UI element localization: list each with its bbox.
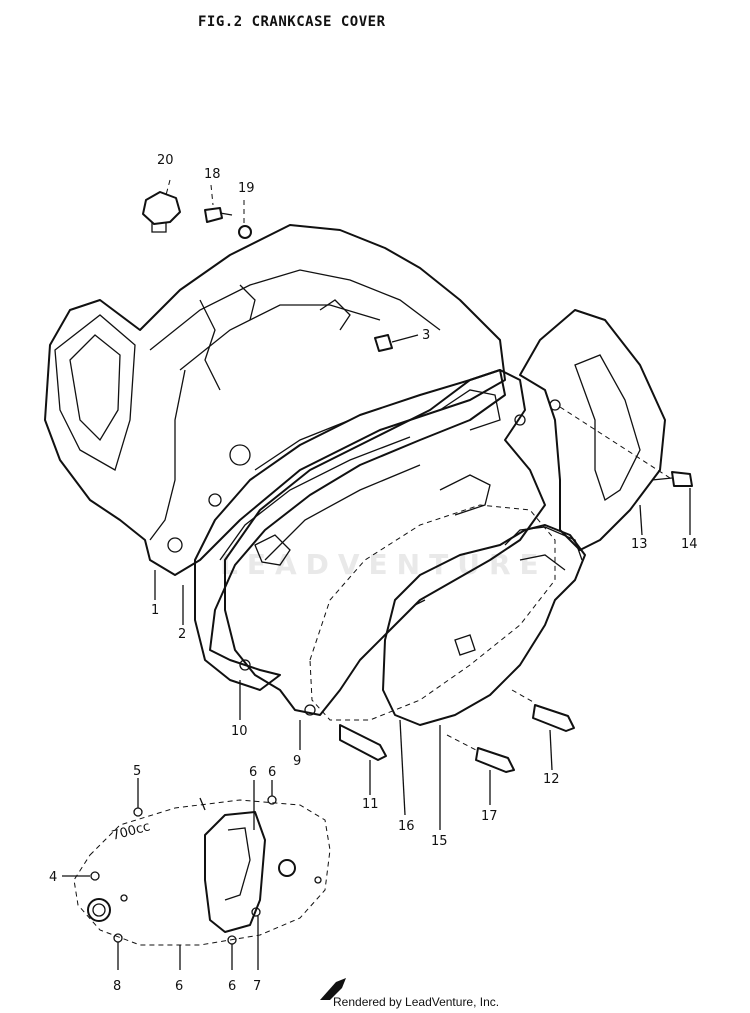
crankcase-body xyxy=(44,224,506,576)
screw-17 xyxy=(475,747,515,773)
callout-6-top-right: 6 xyxy=(268,765,276,780)
footer-credit: Rendered by LeadVenture, Inc. xyxy=(333,995,500,1009)
leadventure-logo-icon xyxy=(320,978,346,1000)
callout-13: 13 xyxy=(631,537,648,552)
dowel-pin-3 xyxy=(374,334,393,352)
callout-17: 17 xyxy=(481,809,498,824)
clutch-cover xyxy=(224,369,546,716)
screw-11 xyxy=(339,724,387,761)
callout-15: 15 xyxy=(431,834,448,849)
callout-6-bottom-right: 6 xyxy=(228,979,236,994)
callout-8: 8 xyxy=(113,979,121,994)
callout-9: 9 xyxy=(293,754,301,769)
magneto-cover xyxy=(382,524,586,726)
callout-18: 18 xyxy=(204,167,221,182)
callout-6-top-left: 6 xyxy=(249,765,257,780)
callout-numbers: 20 18 19 3 1 2 13 14 10 9 12 11 17 16 15… xyxy=(49,153,698,994)
cover-gasket xyxy=(309,504,556,721)
screw-14 xyxy=(651,471,693,487)
callout-10: 10 xyxy=(231,724,248,739)
callout-4: 4 xyxy=(49,870,57,885)
oil-filler-cap xyxy=(142,191,181,233)
screw-12 xyxy=(532,704,575,732)
inset-label: 700cc xyxy=(110,819,152,844)
bolt-18 xyxy=(204,207,233,223)
sprocket-cover xyxy=(519,309,666,551)
callout-7: 7 xyxy=(253,979,261,994)
callout-20: 20 xyxy=(157,153,174,168)
callout-3: 3 xyxy=(422,328,430,343)
callout-12: 12 xyxy=(543,772,560,787)
callout-14: 14 xyxy=(681,537,698,552)
crankcase-gasket xyxy=(194,369,506,691)
callout-2: 2 xyxy=(178,627,186,642)
callout-5: 5 xyxy=(133,764,141,779)
washer-19 xyxy=(238,225,252,239)
callout-1: 1 xyxy=(151,603,159,618)
leader-lines xyxy=(154,179,691,830)
callout-11: 11 xyxy=(362,797,379,812)
inset-cover-variant: 700cc xyxy=(62,778,331,970)
callout-16: 16 xyxy=(398,819,415,834)
callout-6-bottom-left: 6 xyxy=(175,979,183,994)
figure-title: FIG.2 CRANKCASE COVER xyxy=(198,14,386,30)
callout-19: 19 xyxy=(238,181,255,196)
